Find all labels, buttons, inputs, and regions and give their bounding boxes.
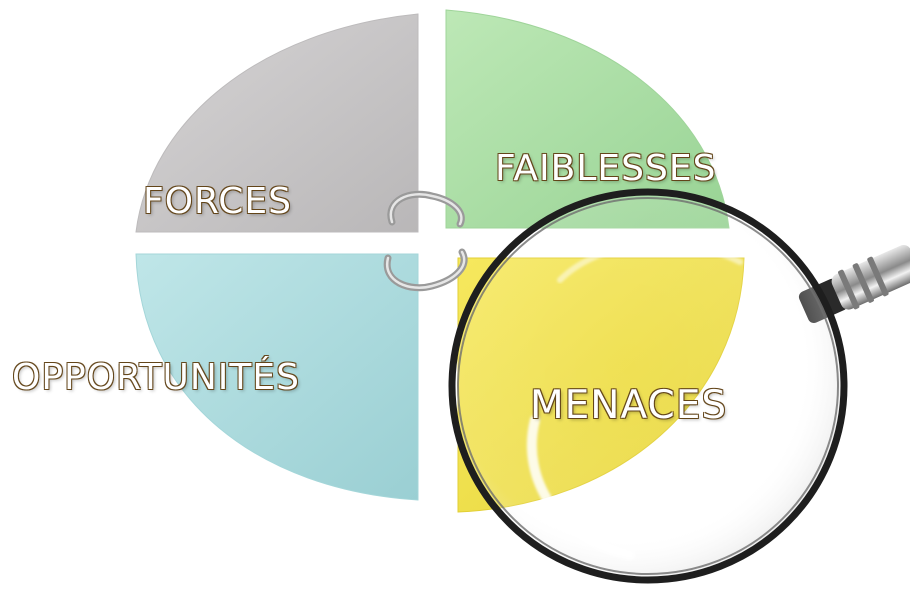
label-menaces: MENACES	[530, 383, 727, 428]
chain-link-icon	[383, 190, 468, 292]
label-forces-text: FORCES	[143, 181, 292, 222]
quadrant-opportunites	[135, 253, 419, 501]
magnifying-glass-icon	[448, 188, 910, 584]
label-faiblesses: FAIBLESSES	[495, 148, 716, 189]
label-faiblesses-text: FAIBLESSES	[495, 148, 717, 189]
label-forces: FORCES	[143, 181, 292, 222]
label-menaces-text: MENACES	[530, 383, 728, 428]
label-opportunites: OPPORTUNITÉS	[12, 357, 300, 398]
quadrant-forces	[135, 13, 419, 233]
label-opportunites-text: OPPORTUNITÉS	[12, 357, 300, 398]
